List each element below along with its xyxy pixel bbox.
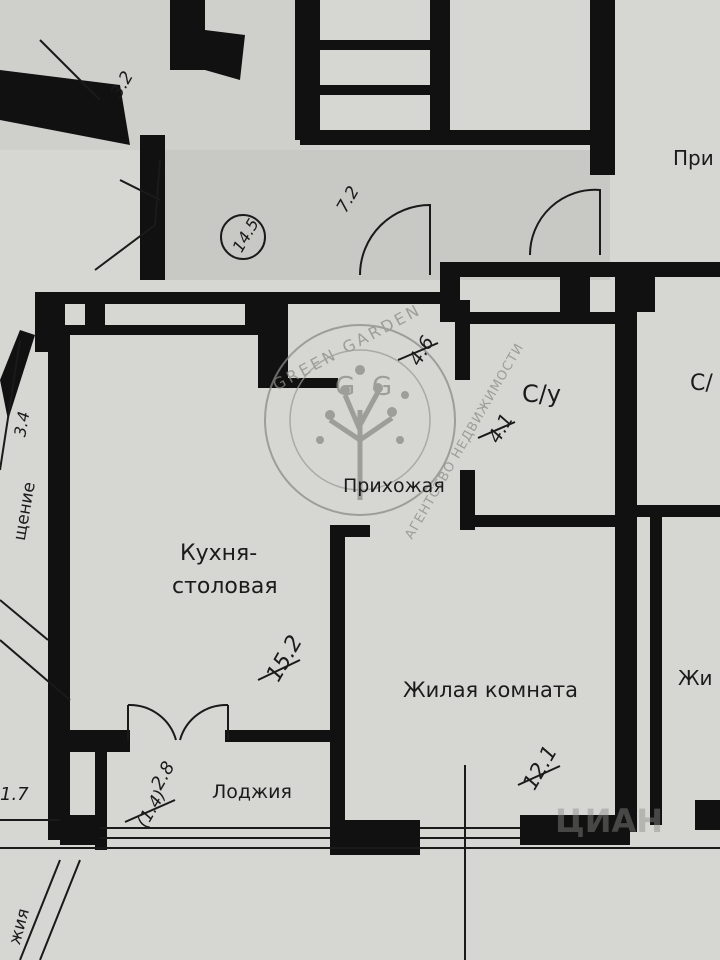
wall-kitchen-living — [330, 525, 345, 855]
kitchen-name-line2: столовая — [172, 574, 278, 599]
watermark-letter-right: G — [372, 372, 392, 402]
watermark-ring — [264, 324, 456, 516]
common-hall-area-circle — [220, 214, 266, 260]
hallway-name: Прихожая — [343, 475, 445, 497]
wall-stair-bottom — [300, 130, 610, 145]
left-neighbor-area-low: 1.7 — [0, 784, 29, 805]
wall-bath-bottom — [460, 515, 635, 527]
loggia-name: Лоджия — [212, 781, 292, 803]
living-name: Жилая комната — [403, 678, 578, 702]
watermark-corner: ЦИАН — [555, 802, 663, 840]
wall-kitchen-hall — [258, 292, 288, 387]
loggia-area-underline — [124, 799, 176, 823]
kitchen-name-line1: Кухня- — [180, 541, 257, 566]
wall-living-bottom — [330, 820, 420, 855]
door-swing-loggia-right — [179, 703, 229, 741]
common-hall-floor — [150, 150, 610, 280]
wall-bath-top — [460, 312, 635, 324]
right-neighbor-label-top: При — [673, 146, 714, 170]
living-area-underline — [517, 765, 561, 786]
wall-stair-right — [430, 0, 450, 140]
right-neighbor-label-bath: С/ — [690, 371, 713, 396]
kitchen-area-underline — [257, 659, 301, 681]
wall-top-left — [0, 70, 130, 145]
wall-right-shaft — [590, 0, 615, 175]
watermark-tree-icon — [328, 390, 394, 500]
door-swing-neighbor — [528, 188, 601, 256]
door-swing-hall — [359, 203, 431, 276]
left-neighbor-area: 3.4 — [10, 410, 33, 438]
door-swings — [39, 39, 601, 741]
door-swing-stair-1 — [94, 159, 161, 271]
wall-kitchen-left — [48, 330, 70, 840]
door-swing-loggia-left — [127, 703, 177, 741]
wall-apt-top — [35, 292, 440, 304]
hallway-area-underline — [397, 342, 439, 361]
walls — [0, 0, 720, 855]
wall-hall-left — [140, 135, 165, 280]
bathroom-area-underline — [477, 421, 516, 439]
wall-party-right — [615, 262, 637, 832]
bathroom-name: С/у — [522, 380, 561, 408]
right-neighbor-label-room: Жи — [678, 666, 713, 690]
window-lines — [0, 339, 720, 960]
watermark-letter-left: G — [335, 372, 355, 402]
wall-top-pillar — [170, 0, 205, 70]
wall-stair-left — [295, 0, 320, 140]
